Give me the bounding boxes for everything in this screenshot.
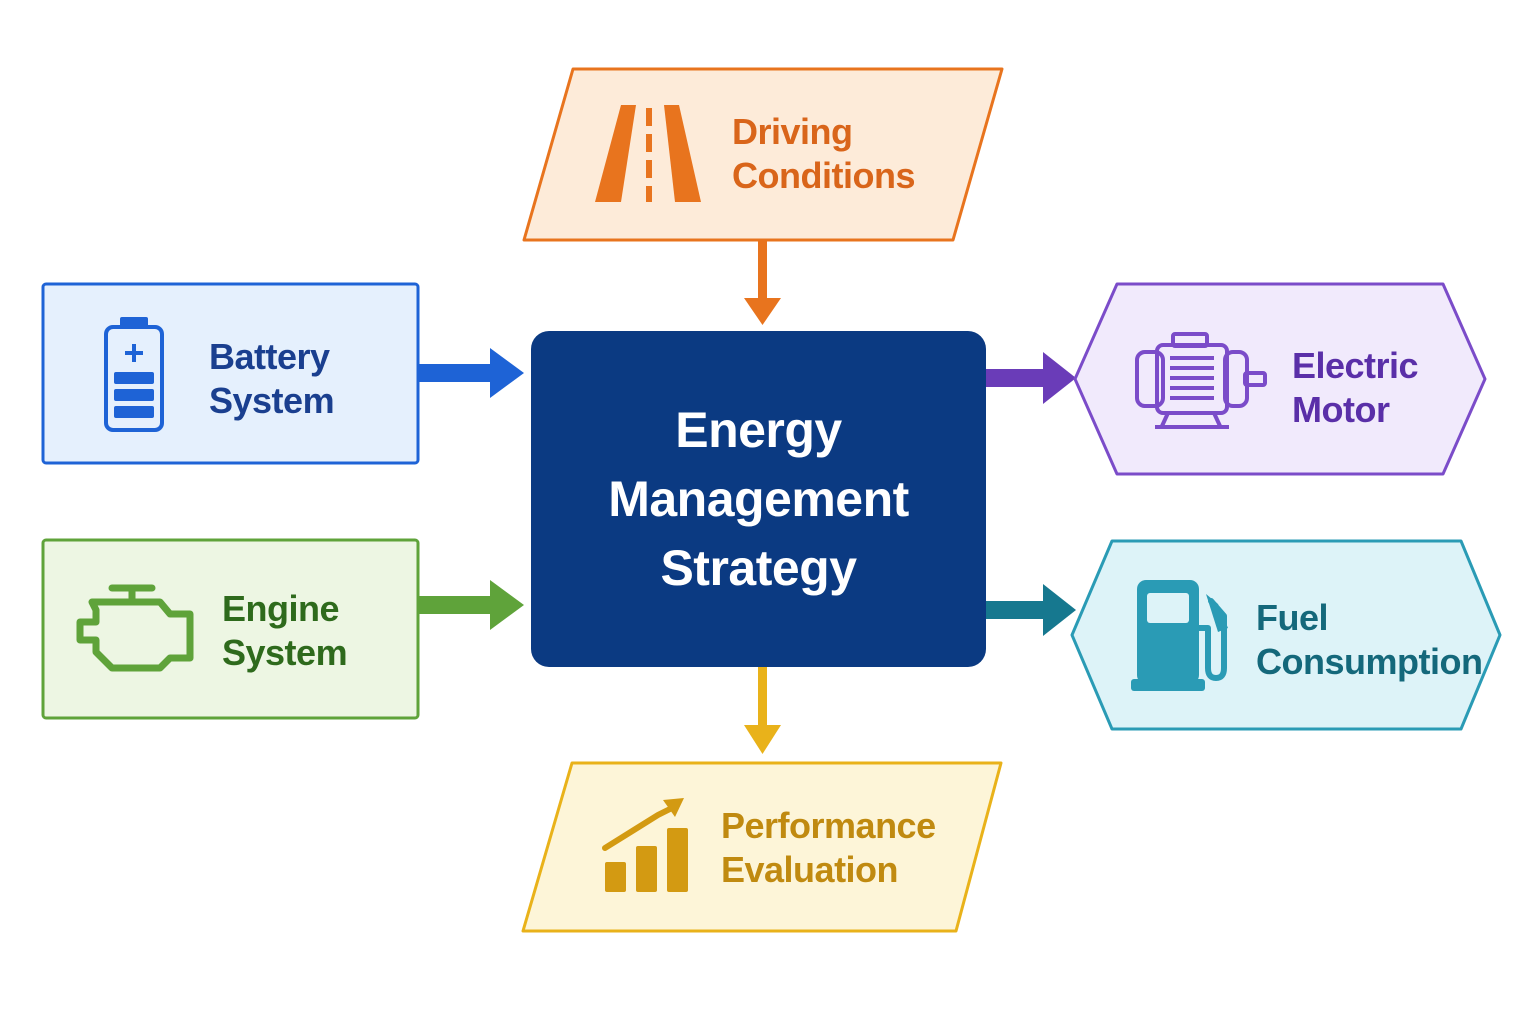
- engine-icon: [76, 584, 194, 672]
- battery-icon: [104, 317, 164, 432]
- driving-conditions-line2: Conditions: [732, 154, 915, 196]
- electric-motor-label: Electric Motor: [1292, 344, 1419, 432]
- battery-system-label: Battery System: [209, 335, 335, 423]
- fuel-pump-icon: [1131, 580, 1228, 691]
- fuel-consumption-label: Fuel Consumption: [1256, 596, 1483, 684]
- engine-system-line2: System: [222, 631, 348, 673]
- fuel-consumption-line1: Fuel: [1256, 597, 1329, 638]
- motor-icon: [1135, 332, 1267, 429]
- arrow-strategy-to-performance: [744, 667, 781, 754]
- energy-management-strategy-label: Energy Management Strategy: [531, 331, 986, 667]
- arrow-engine-to-strategy: [419, 580, 524, 630]
- driving-conditions-label: Driving Conditions: [732, 110, 915, 198]
- arrow-battery-to-strategy: [419, 348, 524, 398]
- performance-evaluation-line1: Performance: [721, 805, 936, 846]
- engine-system-line1: Engine: [222, 588, 340, 629]
- arrow-strategy-to-fuel: [985, 584, 1076, 636]
- bar-chart-trend-icon: [602, 798, 688, 892]
- engine-system-label: Engine System: [222, 587, 348, 675]
- electric-motor-line1: Electric: [1292, 345, 1419, 386]
- road-icon: [595, 105, 701, 202]
- driving-conditions-line1: Driving: [732, 111, 853, 152]
- arrow-strategy-to-motor: [985, 352, 1076, 404]
- center-line1: Energy: [675, 401, 842, 458]
- battery-system-line1: Battery: [209, 336, 330, 377]
- electric-motor-line2: Motor: [1292, 388, 1390, 430]
- performance-evaluation-line2: Evaluation: [721, 848, 899, 890]
- center-line3: Strategy: [660, 539, 857, 596]
- energy-management-strategy-node: [531, 331, 986, 667]
- center-line2: Management: [608, 470, 909, 527]
- fuel-consumption-line2: Consumption: [1256, 640, 1483, 682]
- performance-evaluation-label: Performance Evaluation: [721, 804, 936, 892]
- arrow-driving-to-strategy: [744, 240, 781, 325]
- driving-conditions-node: [522, 67, 1004, 242]
- battery-system-line2: System: [209, 379, 335, 421]
